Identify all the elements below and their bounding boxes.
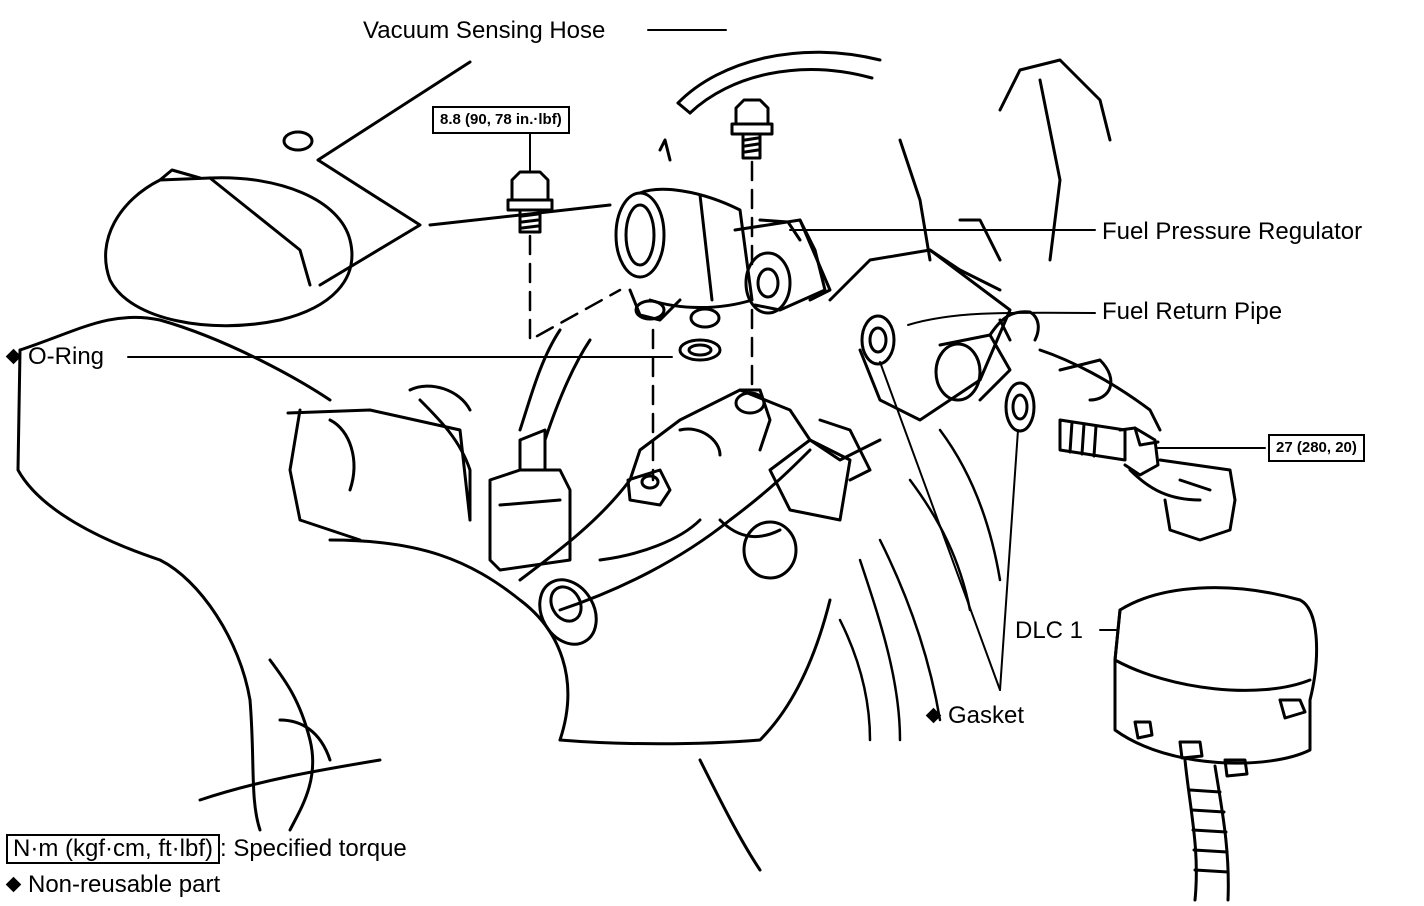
fuel-return-pipe	[828, 248, 1040, 433]
label-fuel-return-pipe: Fuel Return Pipe	[1102, 298, 1283, 325]
regulator-bolt-left	[506, 170, 554, 234]
fuel-delivery-pipe	[518, 388, 882, 646]
assembly-guide-lines	[528, 160, 754, 482]
fuel-pressure-regulator	[614, 138, 832, 329]
label-gasket-text: Gasket	[948, 702, 1025, 729]
label-dlc1: DLC 1	[1015, 617, 1084, 644]
engine-block-outline	[16, 60, 832, 872]
torque-spec-regulator-bolt: 8.8 (90, 78 in.·lbf)	[432, 106, 570, 134]
legend-torque: N·m (kgf·cm, ft·lbf): Specified torque	[6, 834, 407, 864]
leader-lines	[127, 29, 1266, 691]
vacuum-sensing-hose	[676, 50, 882, 115]
o-ring	[678, 338, 722, 362]
diamond-icon	[5, 876, 22, 892]
dlc1-connector	[1113, 586, 1318, 902]
diamond-icon	[5, 348, 22, 364]
label-fuel-pressure-regulator: Fuel Pressure Regulator	[1102, 218, 1363, 245]
legend-non-reusable-text: Non-reusable part	[28, 871, 221, 898]
torque-spec-union-bolt: 27 (280, 20)	[1268, 434, 1365, 462]
right-bracket	[898, 58, 1237, 542]
regulator-bolt-right	[730, 98, 774, 160]
union-bolt	[1058, 418, 1160, 477]
legend-torque-unit: N·m (kgf·cm, ft·lbf)	[6, 834, 220, 864]
legend-torque-desc: : Specified torque	[219, 835, 407, 862]
diamond-icon	[925, 707, 942, 723]
label-o-ring-text: O-Ring	[28, 343, 105, 370]
label-o-ring: O-Ring	[4, 343, 104, 371]
label-gasket: Gasket	[924, 702, 1024, 730]
label-vacuum-sensing-hose: Vacuum Sensing Hose	[363, 17, 606, 44]
engine-sweep-lines	[838, 428, 1002, 742]
legend-non-reusable: Non-reusable part	[4, 871, 220, 899]
